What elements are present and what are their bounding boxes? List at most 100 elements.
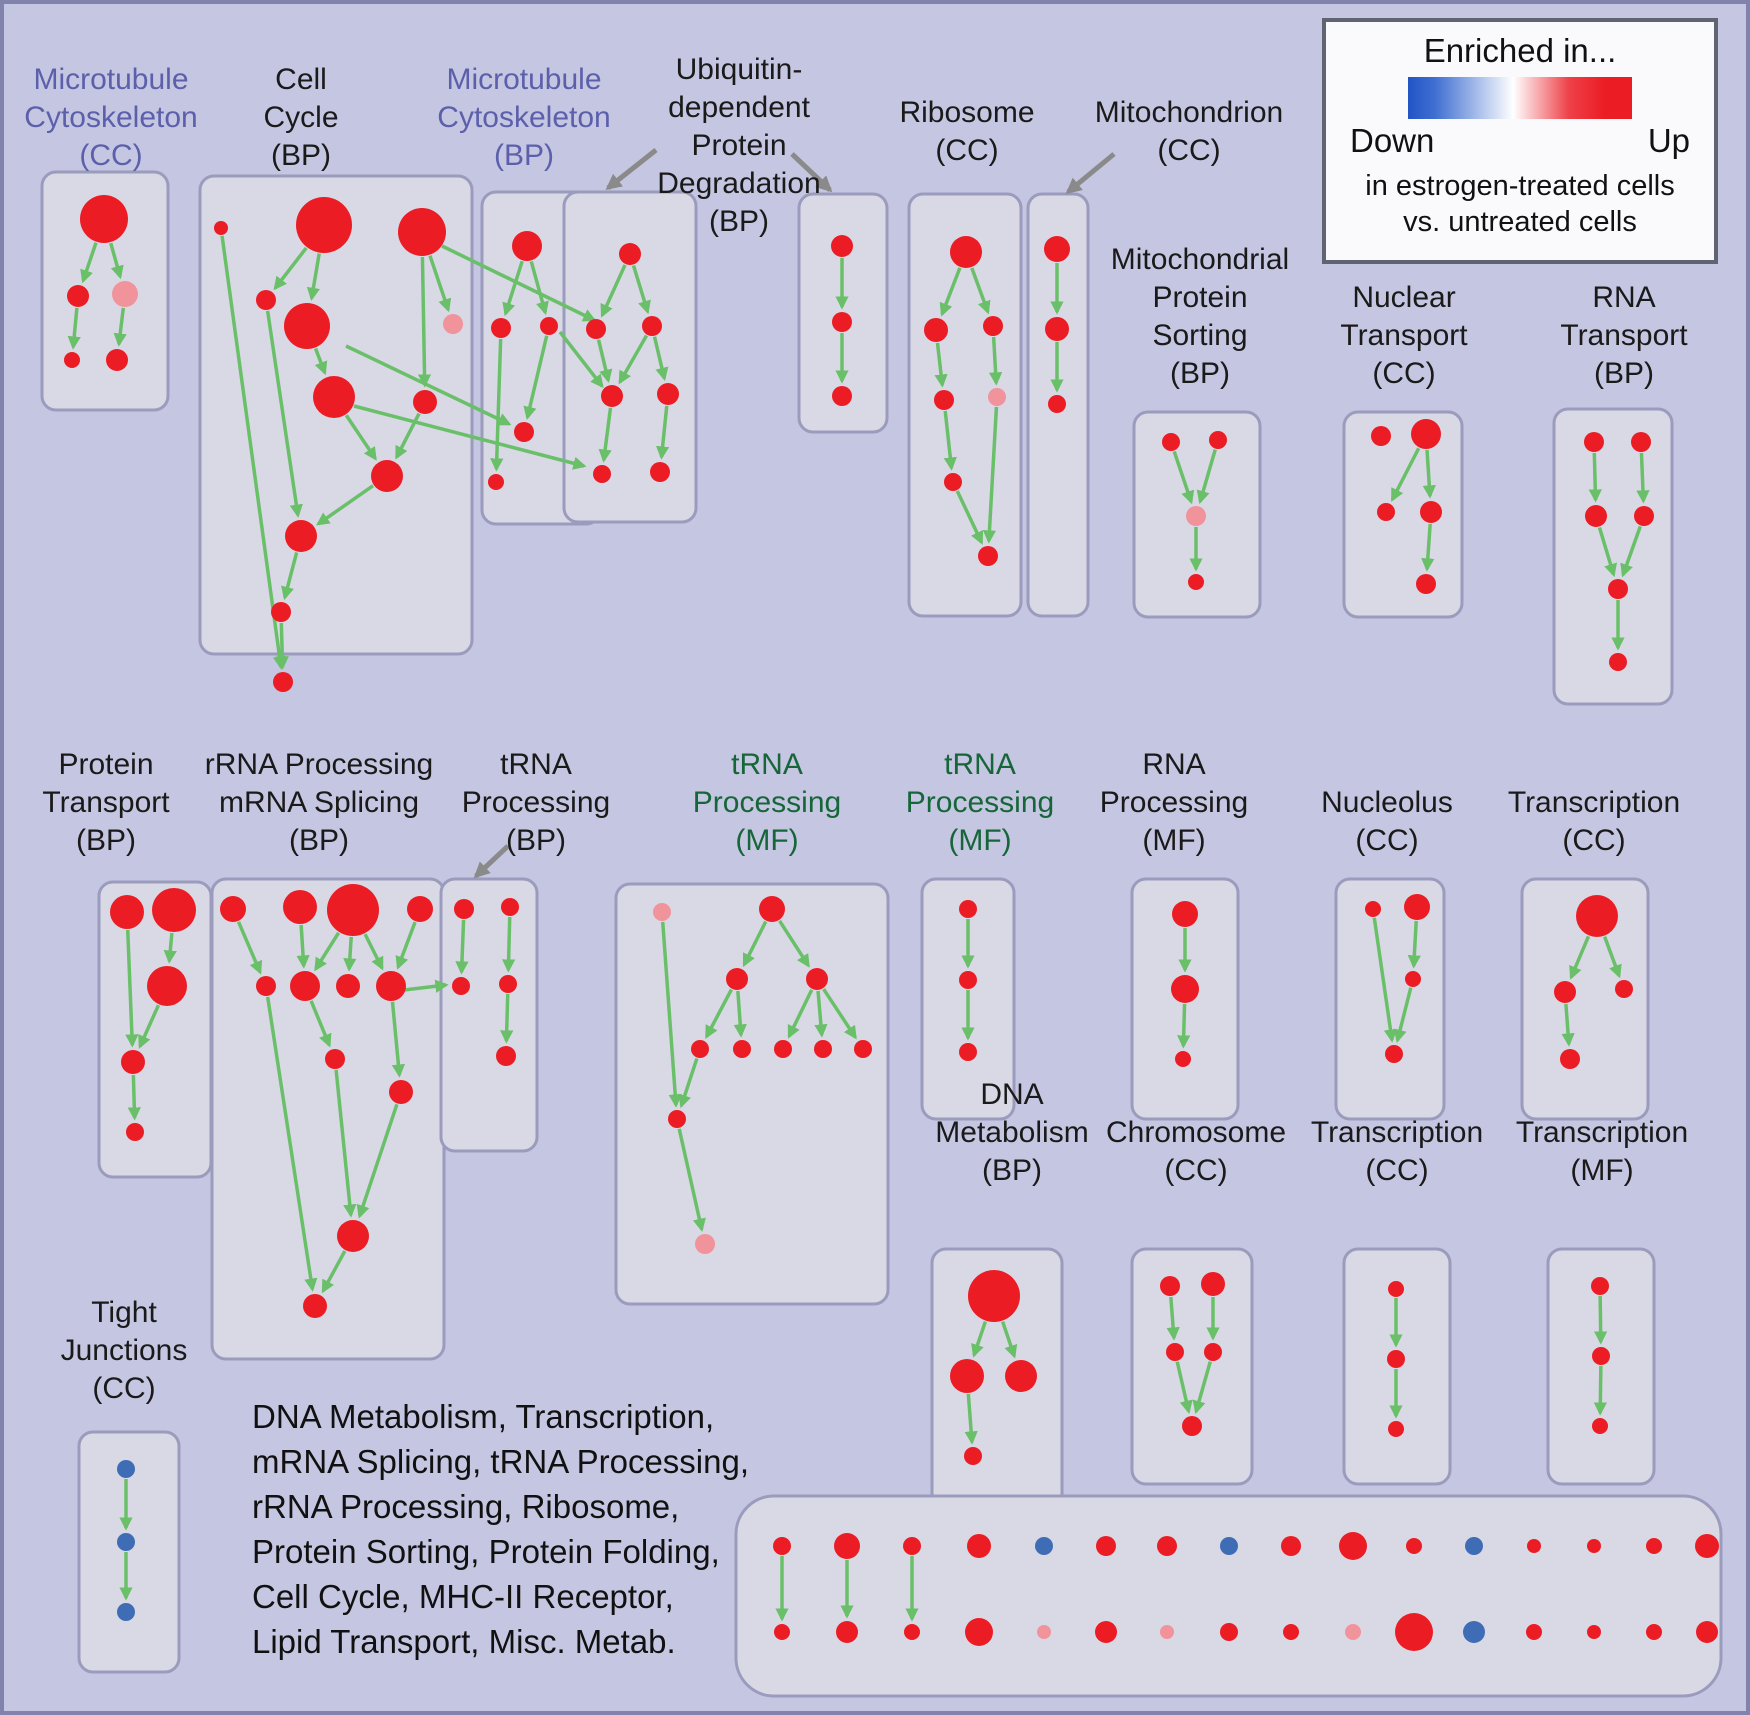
go-edge: [600, 264, 627, 318]
go-term-node: [488, 474, 504, 490]
go-term-node: [117, 1603, 135, 1621]
go-term-node: [1162, 433, 1180, 451]
go-edge: [67, 307, 81, 350]
go-term-node: [1365, 901, 1381, 917]
cluster-box-chromosome-cc: [1130, 1247, 1254, 1486]
go-term-node: [657, 383, 679, 405]
go-term-node: [924, 318, 948, 342]
go-term-node: [854, 1040, 872, 1058]
go-edge: [1569, 935, 1591, 980]
go-term-node: [273, 672, 293, 692]
go-term-node: [1160, 1276, 1180, 1296]
go-term-node: [271, 602, 291, 622]
go-term-node: [1371, 426, 1391, 446]
go-term-node: [454, 899, 474, 919]
go-edge: [1602, 936, 1622, 979]
go-term-node: [1560, 1049, 1580, 1069]
go-term-node: [1388, 1421, 1404, 1437]
go-term-node: [501, 898, 519, 916]
go-edge: [964, 1393, 978, 1445]
go-term-node: [959, 900, 977, 918]
go-edge: [113, 307, 127, 347]
go-term-node: [284, 303, 330, 349]
go-term-node: [653, 903, 671, 921]
go-edge: [502, 260, 524, 317]
go-term-node: [806, 968, 828, 990]
go-term-node: [1377, 503, 1395, 521]
go-term-node: [1465, 1537, 1483, 1555]
go-term-node: [336, 974, 360, 998]
go-term-node: [1201, 1272, 1225, 1296]
go-term-node: [313, 376, 355, 418]
cross-cluster-edge: [345, 344, 512, 426]
go-edge: [428, 255, 452, 313]
go-term-node: [983, 316, 1003, 336]
go-term-node: [1592, 1418, 1608, 1434]
go-term-node: [1186, 506, 1206, 526]
go-term-node: [832, 386, 852, 406]
go-edge: [313, 347, 328, 376]
go-edge: [281, 551, 299, 601]
misc-label-line-1: DNA Metabolism, Transcription,: [252, 1398, 715, 1435]
go-edge: [265, 310, 303, 518]
go-term-node: [117, 1533, 135, 1551]
go-term-node: [1411, 419, 1441, 449]
go-term-node: [1646, 1624, 1662, 1640]
cluster-label-nucleolus-cc: Nucleolus(CC): [1321, 786, 1453, 857]
go-edge: [1588, 452, 1602, 503]
go-term-node: [1609, 653, 1627, 671]
cluster-box-nuclear-transport-cc: [1342, 410, 1464, 619]
go-term-node: [1406, 1538, 1422, 1554]
go-term-node: [256, 976, 276, 996]
go-term-node: [452, 977, 470, 995]
go-term-node: [1585, 505, 1607, 527]
go-edge: [523, 335, 549, 420]
go-edge: [822, 988, 857, 1040]
go-term-node: [1405, 971, 1421, 987]
go-term-node: [1634, 506, 1654, 526]
go-term-node: [1615, 980, 1633, 998]
go-edge: [660, 921, 682, 1108]
go-edge: [501, 916, 516, 973]
go-edge: [163, 932, 177, 964]
go-term-node: [80, 195, 128, 243]
go-edge: [138, 1004, 161, 1049]
go-term-node: [1281, 1536, 1301, 1556]
misc-label-line-4: Protein Sorting, Protein Folding,: [252, 1533, 720, 1570]
go-term-node: [959, 1043, 977, 1061]
go-edge: [1561, 1003, 1575, 1047]
cross-cluster-edge: [441, 244, 597, 322]
label-pointer-arrow: [1065, 152, 1116, 195]
go-edge: [1407, 920, 1421, 969]
cluster-box-ribosome-cc: [907, 192, 1023, 618]
go-edge: [652, 336, 669, 382]
go-term-node: [1035, 1537, 1053, 1555]
go-term-node: [1182, 1416, 1202, 1436]
go-term-node: [1048, 395, 1066, 413]
go-term-node: [285, 520, 317, 552]
misc-cluster-label: DNA Metabolism, Transcription, mRNA Spli…: [252, 1394, 749, 1664]
cluster-box-trna-processing-bp: [439, 877, 539, 1153]
go-term-node: [514, 422, 534, 442]
label-pointer-arrow: [605, 148, 658, 190]
go-edge: [356, 1103, 399, 1219]
go-term-node: [1037, 1625, 1051, 1639]
go-term-node: [934, 390, 954, 410]
legend-down-label: Down: [1350, 122, 1435, 159]
go-term-node: [1576, 895, 1618, 937]
go-term-node: [1385, 1045, 1403, 1063]
go-term-node: [110, 895, 144, 929]
go-term-node: [964, 1447, 982, 1465]
go-edge: [678, 1057, 699, 1109]
go-term-node: [903, 1537, 921, 1555]
go-term-node: [303, 1294, 327, 1318]
go-edge: [955, 490, 984, 545]
go-edge: [344, 414, 377, 461]
go-edge: [455, 919, 469, 975]
legend-gradient-bar: [1408, 77, 1632, 119]
go-term-node: [1096, 1536, 1116, 1556]
go-edge: [1422, 449, 1436, 499]
go-term-node: [1044, 236, 1070, 262]
